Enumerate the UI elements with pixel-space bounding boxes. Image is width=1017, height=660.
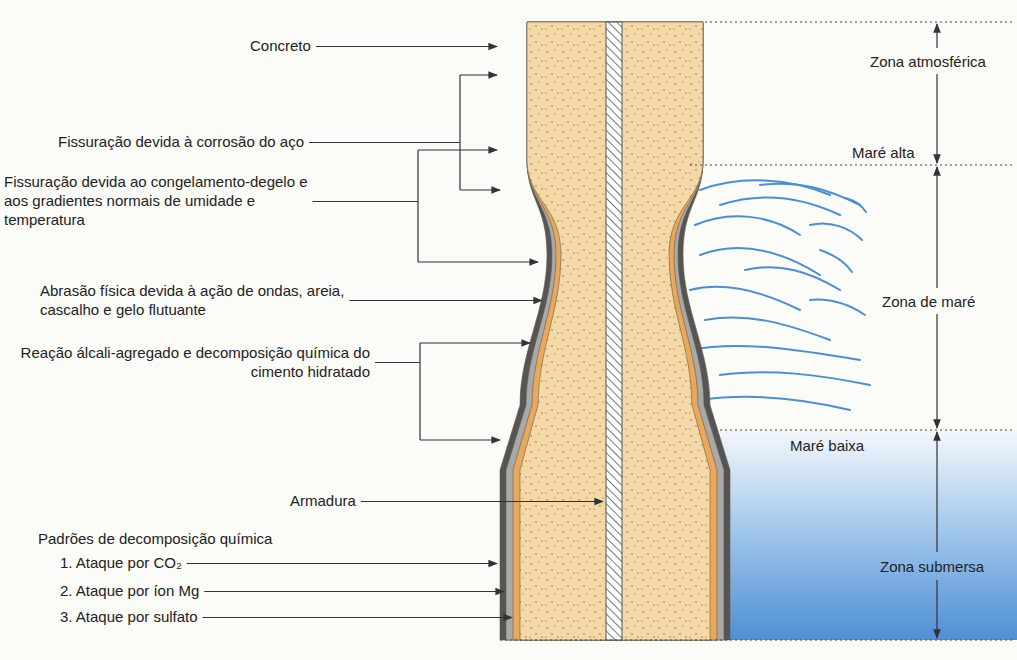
callout-label: Abrasão física devida à ação de ondas, a… bbox=[40, 281, 380, 319]
leader-line bbox=[204, 591, 504, 592]
waves bbox=[690, 180, 870, 410]
callout-label: Padrões de decomposição química bbox=[38, 529, 358, 548]
callout-label: Concreto bbox=[250, 36, 370, 55]
callout-label: 3. Ataque por sulfato bbox=[60, 607, 280, 626]
reinforcement-bar bbox=[606, 22, 622, 640]
leader-line bbox=[316, 46, 497, 47]
pile bbox=[500, 22, 730, 640]
leader-line bbox=[187, 563, 497, 564]
leader-line bbox=[349, 300, 542, 301]
zone-label: Zona submersa bbox=[880, 557, 1010, 576]
callout-label: 2. Ataque por íon Mg bbox=[60, 581, 280, 600]
brackets bbox=[418, 75, 538, 440]
co2-attack-layer bbox=[500, 22, 730, 640]
dimension-arrows bbox=[936, 24, 937, 638]
leader-line bbox=[375, 362, 420, 363]
callout-label: Reação álcali-agregado e decomposição qu… bbox=[20, 343, 370, 381]
callout-label: Fissuração devida à corrosão do aço bbox=[58, 132, 388, 151]
callout-label: Armadura bbox=[290, 491, 390, 510]
callout-label: Fissuração devida ao congelamento-degelo… bbox=[4, 172, 334, 229]
zone-label: Maré alta bbox=[852, 143, 932, 162]
concrete-core bbox=[520, 22, 710, 640]
leader-line bbox=[203, 617, 512, 618]
leader-line bbox=[313, 201, 418, 202]
leader-line bbox=[361, 501, 603, 502]
zone-lines bbox=[500, 22, 1012, 640]
magnesium-attack-layer bbox=[506, 22, 724, 640]
zone-label: Maré baixa bbox=[790, 436, 890, 455]
zone-label: Zona de maré bbox=[882, 292, 1007, 311]
leader-line bbox=[309, 142, 460, 143]
callout-label: 1. Ataque por CO₂ bbox=[60, 553, 280, 572]
sulfate-attack-layer bbox=[513, 22, 717, 640]
zone-label: Zona atmosférica bbox=[870, 52, 1010, 71]
